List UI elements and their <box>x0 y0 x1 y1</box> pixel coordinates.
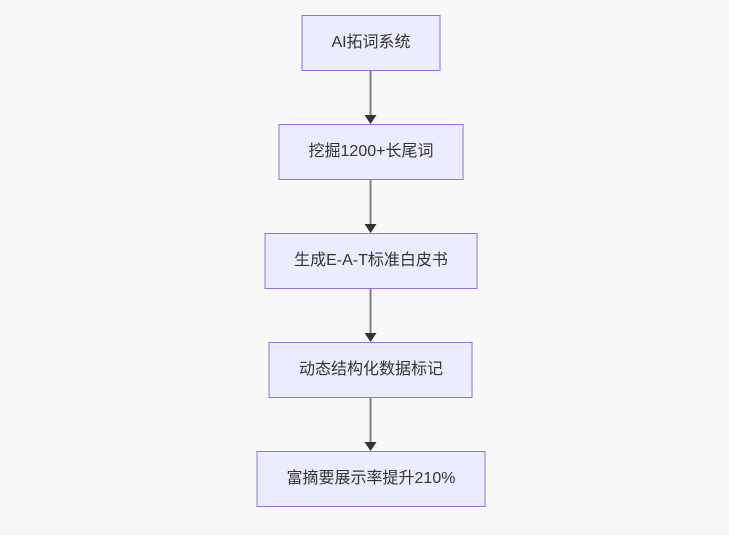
flow-node-step3: 生成E-A-T标准白皮书 <box>264 233 478 289</box>
flow-edge-step1-step2 <box>365 71 377 124</box>
arrowhead-down-icon <box>365 224 377 233</box>
flow-node-label: AI拓词系统 <box>331 34 411 51</box>
arrowhead-down-icon <box>365 333 377 342</box>
flow-node-label: 生成E-A-T标准白皮书 <box>294 252 448 269</box>
flowchart: AI拓词系统 挖掘1200+长尾词 生成E-A-T标准白皮书 动态结构化数据标记… <box>256 15 486 507</box>
flow-edge-step4-step5 <box>365 398 377 451</box>
flow-node-step2: 挖掘1200+长尾词 <box>278 124 464 180</box>
flow-node-step4: 动态结构化数据标记 <box>268 342 473 398</box>
flow-node-label: 富摘要展示率提升210% <box>286 470 456 487</box>
flow-node-step5: 富摘要展示率提升210% <box>256 451 486 507</box>
edge-line <box>370 398 372 443</box>
arrowhead-down-icon <box>365 442 377 451</box>
edge-line <box>370 71 372 116</box>
edge-line <box>370 180 372 225</box>
flow-node-step1: AI拓词系统 <box>301 15 441 71</box>
flow-node-label: 动态结构化数据标记 <box>298 361 443 378</box>
flow-edge-step3-step4 <box>365 289 377 342</box>
arrowhead-down-icon <box>365 115 377 124</box>
flow-node-label: 挖掘1200+长尾词 <box>308 143 434 160</box>
flow-edge-step2-step3 <box>365 180 377 233</box>
edge-line <box>370 289 372 334</box>
